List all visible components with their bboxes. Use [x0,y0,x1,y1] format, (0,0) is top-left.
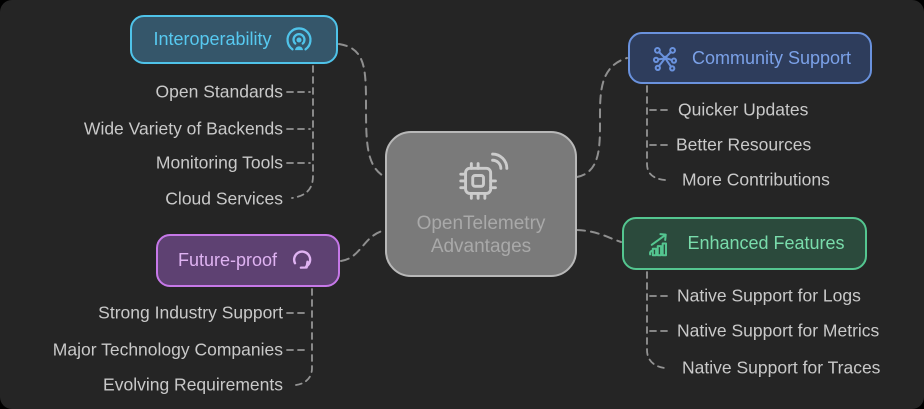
mindmap-item-native-support-for-traces: Native Support for Traces [682,357,881,378]
mindmap-item-open-standards: Open Standards [155,81,283,102]
branch-interoperability-label: Interoperability [153,29,272,49]
mindmap-item-better-resources: Better Resources [676,134,812,155]
center-node-title-line2: Advantages [430,235,532,257]
connector-enhanced-center [576,229,622,243]
mindmap-item-native-support-for-metrics: Native Support for Metrics [677,320,880,341]
branch-future-proof: Future-proof [156,234,340,287]
center-node: OpenTelemetry Advantages [385,131,577,277]
podcast-broadcast-icon [283,24,315,56]
mindmap-item-strong-industry-support: Strong Industry Support [98,302,283,323]
mindmap-item-major-technology-companies: Major Technology Companies [52,339,283,360]
connector-enhanced-items [646,271,666,369]
branch-interoperability: Interoperability [130,15,338,64]
center-node-title-line1: OpenTelemetry [416,212,546,234]
branch-community-support: Community Support [628,32,872,84]
branch-community-support-label: Community Support [691,47,852,68]
branch-future-proof-label: Future-proof [177,250,278,270]
network-nodes-icon [649,42,681,74]
connector-community-center [576,57,628,178]
connector-interoperability-items [291,65,314,199]
bar-chart-up-icon [644,228,676,260]
mindmap-item-cloud-services: Cloud Services [165,188,283,209]
connector-future-center [340,229,388,262]
mindmap-item-evolving-requirements: Evolving Requirements [103,374,283,395]
redo-arrow-icon [288,246,318,276]
chip-signal-icon [450,151,512,205]
mindmap-item-monitoring-tools: Monitoring Tools [155,152,283,173]
connector-community-items [646,85,666,181]
mindmap-item-quicker-updates: Quicker Updates [678,99,809,120]
mindmap-item-native-support-for-logs: Native Support for Logs [677,285,861,306]
branch-enhanced-features-label: Enhanced Features [687,233,845,253]
connector-future-items [295,288,313,386]
mindmap-item-wide-variety-of-backends: Wide Variety of Backends [83,118,283,139]
mindmap-item-more-contributions: More Contributions [682,169,830,190]
connector-interoperability-center [338,43,388,179]
branch-enhanced-features: Enhanced Features [622,217,867,270]
